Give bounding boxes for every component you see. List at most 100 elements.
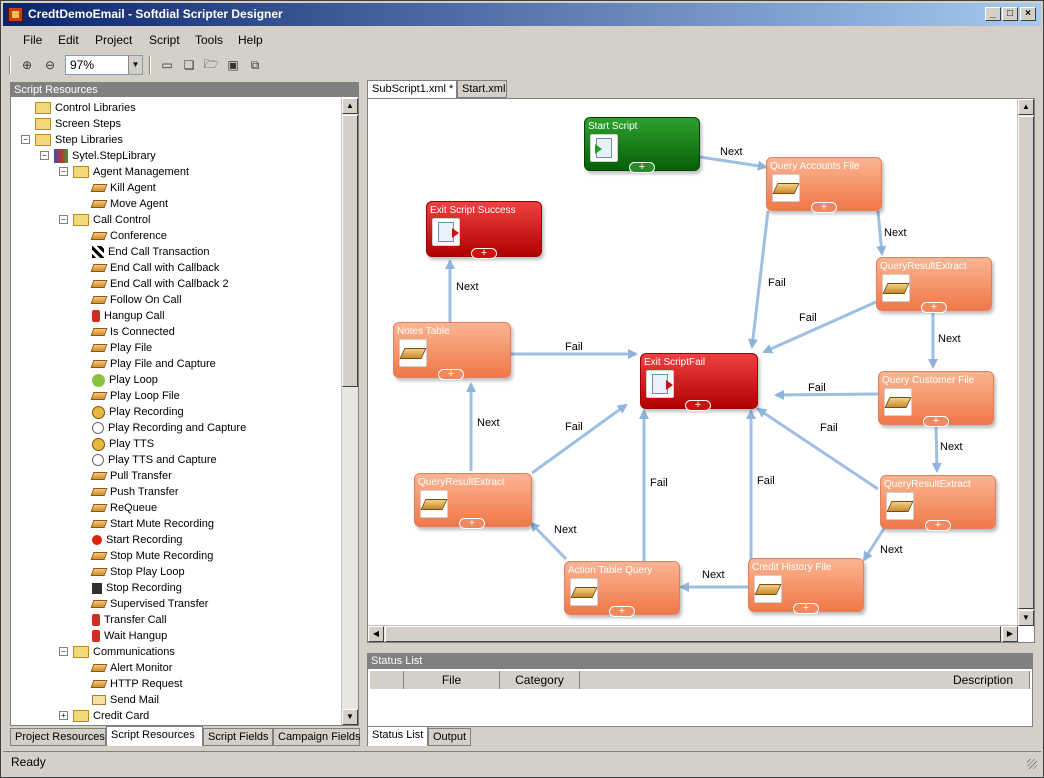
chevron-down-icon[interactable]: ▼: [128, 56, 142, 74]
tree-item[interactable]: Push Transfer: [90, 484, 178, 500]
tab-script-resources[interactable]: Script Resources: [106, 726, 203, 746]
tree-item[interactable]: Stop Play Loop: [90, 564, 185, 580]
add-next-button[interactable]: +: [459, 518, 485, 529]
tree-item[interactable]: Control Libraries: [35, 100, 136, 116]
tree-item[interactable]: Play File: [90, 340, 152, 356]
add-next-button[interactable]: +: [793, 603, 819, 614]
collapse-icon[interactable]: −: [59, 215, 68, 224]
scroll-left-icon[interactable]: ◀: [368, 626, 384, 642]
tree-item[interactable]: ReQueue: [90, 500, 157, 516]
collapse-icon[interactable]: −: [40, 151, 49, 160]
tree-item[interactable]: Play Recording: [92, 404, 184, 420]
zoom-out-icon[interactable]: ⊖: [44, 58, 56, 72]
scroll-down-icon[interactable]: ▼: [342, 709, 358, 725]
add-next-button[interactable]: +: [923, 416, 949, 427]
tab-subscript1[interactable]: SubScript1.xml *: [367, 80, 457, 98]
column-header-file[interactable]: File: [404, 671, 500, 689]
add-next-button[interactable]: +: [685, 400, 711, 411]
node-query-result-extract[interactable]: QueryResultExtract +: [876, 257, 992, 313]
collapse-icon[interactable]: −: [59, 647, 68, 656]
tree-item[interactable]: Screen Steps: [35, 116, 121, 132]
tab-start[interactable]: Start.xml: [457, 80, 507, 98]
zoom-select[interactable]: 97% ▼: [65, 55, 143, 75]
tree-item[interactable]: Transfer Call: [92, 612, 167, 628]
menu-edit[interactable]: Edit: [58, 33, 79, 47]
canvas-vertical-scrollbar[interactable]: ▲ ▼: [1017, 99, 1034, 626]
column-header-description[interactable]: Description: [580, 671, 1030, 689]
tree-item[interactable]: Play File and Capture: [90, 356, 216, 372]
tree-item[interactable]: −Agent Management: [59, 164, 189, 180]
menu-script[interactable]: Script: [149, 33, 180, 47]
scroll-down-icon[interactable]: ▼: [1018, 610, 1034, 626]
add-next-button[interactable]: +: [471, 248, 497, 259]
tree-item[interactable]: Play Loop File: [90, 388, 180, 404]
tree-item[interactable]: Start Mute Recording: [90, 516, 214, 532]
tree-item[interactable]: Stop Mute Recording: [90, 548, 213, 564]
add-next-button[interactable]: +: [438, 369, 464, 380]
node-start-script[interactable]: Start Script +: [584, 117, 700, 173]
new-script-icon[interactable]: ❏: [183, 58, 195, 72]
tree-item[interactable]: Wait Hangup: [92, 628, 167, 644]
tab-script-fields[interactable]: Script Fields: [203, 728, 273, 746]
tree-item[interactable]: Move Agent: [90, 196, 168, 212]
tree-item[interactable]: −Call Control: [59, 212, 150, 228]
node-action-table-query[interactable]: Action Table Query +: [564, 561, 680, 617]
zoom-in-icon[interactable]: ⊕: [21, 58, 33, 72]
scroll-up-icon[interactable]: ▲: [342, 98, 358, 114]
add-next-button[interactable]: +: [811, 202, 837, 213]
new-file-icon[interactable]: ▭: [161, 58, 173, 72]
collapse-icon[interactable]: −: [59, 167, 68, 176]
tree-item[interactable]: Follow On Call: [90, 292, 182, 308]
tree-scrollbar[interactable]: ▲ ▼: [341, 98, 358, 725]
save-all-icon[interactable]: ⧉: [250, 57, 260, 72]
resize-grip-icon[interactable]: [1027, 759, 1037, 769]
tree-item[interactable]: Play Recording and Capture: [92, 420, 246, 436]
canvas-horizontal-scrollbar[interactable]: ◀ ▶: [368, 625, 1018, 642]
tab-output[interactable]: Output: [428, 728, 471, 746]
minimize-button[interactable]: _: [985, 7, 1001, 21]
node-query-accounts-file[interactable]: Query Accounts File +: [766, 157, 882, 213]
close-button[interactable]: ×: [1020, 7, 1036, 21]
tab-status-list[interactable]: Status List: [367, 726, 428, 746]
tree-item[interactable]: End Call with Callback: [90, 260, 219, 276]
node-credit-history-file[interactable]: Credit History File +: [748, 558, 864, 614]
scroll-up-icon[interactable]: ▲: [1018, 99, 1034, 115]
node-query-customer-file[interactable]: Query Customer File +: [878, 371, 994, 427]
tree-item[interactable]: Supervised Transfer: [90, 596, 208, 612]
tab-campaign-fields[interactable]: Campaign Fields: [273, 728, 361, 746]
add-next-button[interactable]: +: [925, 520, 951, 531]
tree-item[interactable]: Play TTS and Capture: [92, 452, 217, 468]
tree-item[interactable]: Kill Agent: [90, 180, 156, 196]
node-exit-script-success[interactable]: Exit Script Success +: [426, 201, 542, 259]
script-canvas[interactable]: Next Next Next Next Next Next Next Next …: [367, 98, 1035, 643]
collapse-icon[interactable]: −: [21, 135, 30, 144]
tree-item[interactable]: Play Loop: [92, 372, 158, 388]
scroll-right-icon[interactable]: ▶: [1002, 626, 1018, 642]
menu-tools[interactable]: Tools: [195, 33, 224, 47]
node-notes-table[interactable]: Notes Table +: [393, 322, 511, 380]
tree-item[interactable]: Pull Transfer: [90, 468, 172, 484]
scroll-thumb[interactable]: [1018, 116, 1034, 609]
tree-item[interactable]: Start Recording: [92, 532, 182, 548]
tree-item[interactable]: Alert Monitor: [90, 660, 172, 676]
save-icon[interactable]: ▣: [227, 58, 239, 72]
add-next-button[interactable]: +: [629, 162, 655, 173]
tree-item[interactable]: +Credit Card: [59, 708, 149, 724]
tree-item[interactable]: HTTP Request: [90, 676, 183, 692]
tab-project-resources[interactable]: Project Resources: [10, 728, 106, 746]
node-query-result-extract-left[interactable]: QueryResultExtract +: [414, 473, 532, 529]
scroll-thumb[interactable]: [342, 115, 358, 387]
node-query-result-extract-right[interactable]: QueryResultExtract +: [880, 475, 996, 531]
tree-item[interactable]: −Communications: [59, 644, 175, 660]
column-header-category[interactable]: Category: [500, 671, 580, 689]
menu-help[interactable]: Help: [238, 33, 263, 47]
scroll-thumb[interactable]: [385, 626, 1001, 642]
maximize-button[interactable]: □: [1002, 7, 1018, 21]
tree-item[interactable]: Send Mail: [92, 692, 159, 708]
expand-icon[interactable]: +: [59, 711, 68, 720]
tree-item[interactable]: Stop Recording: [92, 580, 182, 596]
node-exit-script-fail[interactable]: Exit ScriptFail +: [640, 353, 758, 411]
column-header-blank[interactable]: [370, 671, 404, 689]
tree-item[interactable]: −Step Libraries: [21, 132, 123, 148]
add-next-button[interactable]: +: [609, 606, 635, 617]
